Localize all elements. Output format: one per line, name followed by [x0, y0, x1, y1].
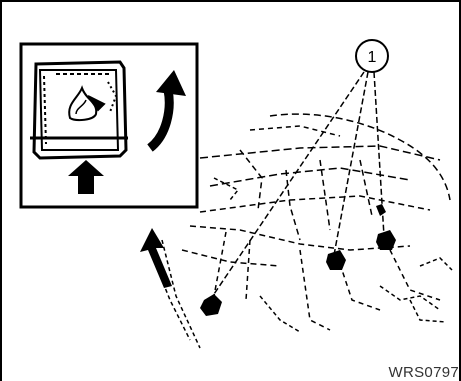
figure-code: WRS0797 [388, 364, 459, 381]
push-arrow-icon [68, 160, 104, 194]
leader-arrow-icon [140, 228, 172, 288]
callout-1: 1 [209, 39, 389, 301]
callout-number: 1 [368, 49, 377, 66]
vehicle-structure-outline [149, 113, 453, 349]
callout-leader-lines [209, 71, 385, 301]
inset-detail-box [19, 42, 199, 209]
control-unit-icon [30, 60, 128, 160]
connector-icons [200, 204, 396, 316]
curved-arrow-icon [147, 70, 186, 152]
